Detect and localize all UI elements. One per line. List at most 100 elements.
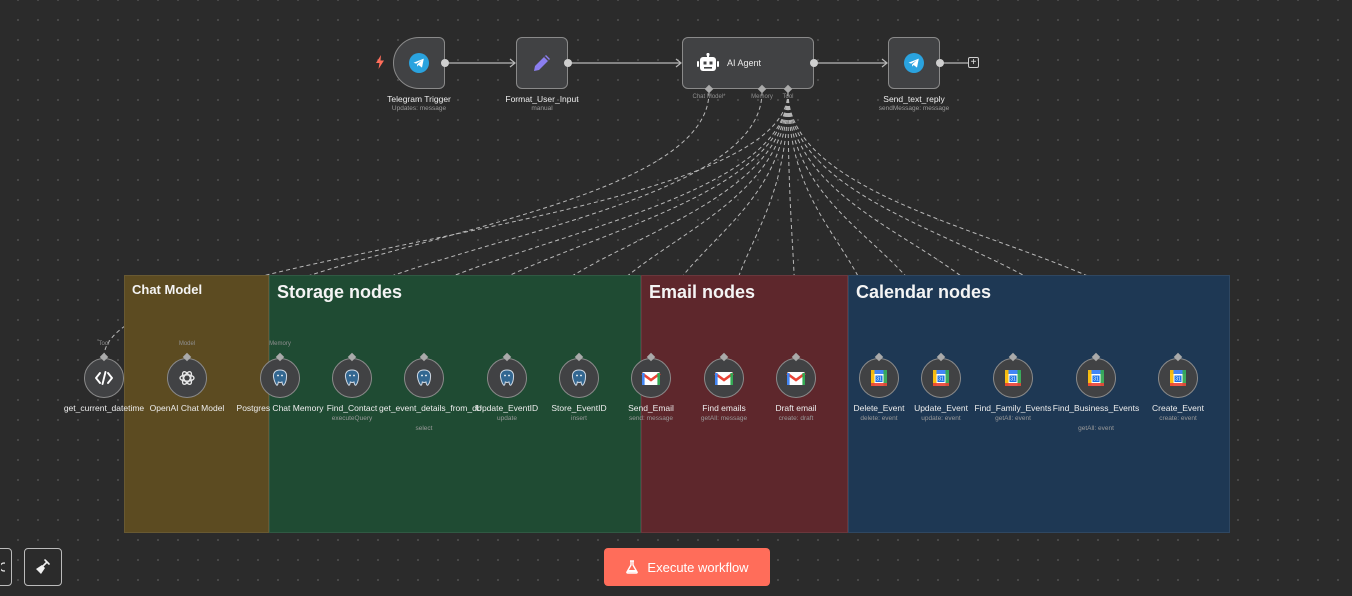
- output-handle[interactable]: [564, 59, 572, 67]
- svg-text:31: 31: [1093, 377, 1099, 383]
- execute-workflow-label: Execute workflow: [647, 559, 749, 575]
- node-label: Format_User_Input: [505, 94, 579, 104]
- node-send[interactable]: [888, 37, 940, 89]
- postgres-icon: [270, 368, 290, 388]
- zoom-icon: [1, 562, 5, 572]
- node-label: AI Agent: [727, 58, 762, 68]
- sub-connection[interactable]: [723, 91, 789, 358]
- openai-icon: [178, 369, 196, 387]
- node-label: Draft email: [775, 403, 817, 413]
- node-sublabel: send: message: [628, 415, 674, 422]
- output-handle[interactable]: [441, 59, 449, 67]
- group-title: Chat Model: [132, 282, 203, 297]
- node-label: Postgres Chat Memory: [236, 403, 324, 413]
- node-sublabel: getAll: event: [995, 415, 1031, 422]
- execute-workflow-button[interactable]: Execute workflow: [604, 548, 770, 586]
- agent-port-label: Tool: [782, 94, 794, 100]
- telegram-icon: [903, 52, 925, 74]
- node-openai[interactable]: [167, 358, 207, 398]
- node-label: Store_EventID: [551, 403, 607, 413]
- node-sublabel: getAll: message: [700, 415, 748, 422]
- output-handle[interactable]: [936, 59, 944, 67]
- output-handle[interactable]: [810, 59, 818, 67]
- robot-icon: [697, 53, 719, 73]
- svg-text:31: 31: [876, 377, 882, 383]
- add-node-button[interactable]: +: [968, 57, 979, 68]
- node-label: Find_Family_Events: [974, 403, 1052, 413]
- sub-connection[interactable]: [506, 91, 789, 358]
- node-delevent[interactable]: 31: [859, 358, 899, 398]
- node-label: Delete_Event: [853, 403, 905, 413]
- node-agent[interactable]: AI Agent: [682, 37, 814, 89]
- group-calendar[interactable]: Calendar nodes: [848, 275, 1230, 533]
- node-label: Telegram Trigger: [387, 94, 451, 104]
- trigger-bolt-icon: [375, 55, 385, 74]
- group-title: Email nodes: [649, 282, 756, 302]
- node-datetime[interactable]: [84, 358, 124, 398]
- sub-connection[interactable]: [103, 91, 789, 358]
- node-sendemail[interactable]: [631, 358, 671, 398]
- node-sublabel: Updates: message: [391, 105, 447, 112]
- node-updeventid[interactable]: [487, 358, 527, 398]
- node-label: Find_Business_Events: [1052, 403, 1140, 413]
- node-sublabel: delete: event: [860, 415, 898, 422]
- node-updevent[interactable]: 31: [921, 358, 961, 398]
- agent-port-label: Memory: [751, 94, 773, 100]
- agent-port-label: Chat Model*: [692, 94, 726, 100]
- node-storeeventid[interactable]: [559, 358, 599, 398]
- edge-arrow: [509, 58, 516, 68]
- node-sublabel: select: [415, 425, 433, 432]
- node-sublabel: sendMessage: message: [878, 105, 950, 112]
- node-geteventdb[interactable]: [404, 358, 444, 398]
- node-telegram[interactable]: [393, 37, 445, 89]
- sub-connection[interactable]: [787, 91, 942, 358]
- telegram-icon: [408, 52, 430, 74]
- port-label: Tool: [98, 341, 110, 347]
- node-createevent[interactable]: 31: [1158, 358, 1198, 398]
- svg-text:31: 31: [1175, 377, 1181, 383]
- node-pgmem[interactable]: [260, 358, 300, 398]
- svg-text:31: 31: [938, 377, 944, 383]
- node-findemails[interactable]: [704, 358, 744, 398]
- node-sublabel: create: event: [1159, 415, 1197, 422]
- postgres-icon: [569, 368, 589, 388]
- broom-icon: [36, 559, 50, 574]
- node-findbusiness[interactable]: 31: [1076, 358, 1116, 398]
- zoom-reset-button[interactable]: [0, 548, 12, 586]
- node-format[interactable]: [516, 37, 568, 89]
- code-icon: [95, 370, 113, 386]
- group-chat[interactable]: Chat Model: [124, 275, 269, 533]
- tidy-up-button[interactable]: [24, 548, 62, 586]
- flask-icon: [626, 560, 639, 574]
- calendar-icon: 31: [932, 369, 950, 387]
- calendar-icon: 31: [1087, 369, 1105, 387]
- calendar-icon: 31: [1004, 369, 1022, 387]
- node-findcontact[interactable]: [332, 358, 372, 398]
- group-title: Calendar nodes: [856, 282, 992, 302]
- sub-connection[interactable]: [279, 91, 763, 358]
- node-label: Send_Email: [628, 403, 674, 413]
- node-sublabel: manual: [531, 105, 553, 112]
- edge-arrow: [675, 58, 682, 68]
- port-label: Model: [178, 341, 196, 347]
- port-label: Memory: [269, 341, 291, 347]
- node-sublabel: update: event: [921, 415, 961, 422]
- node-label: Find_Contact: [326, 403, 378, 413]
- node-sublabel: update: [497, 415, 517, 422]
- node-sublabel: executeQuery: [331, 415, 373, 422]
- postgres-icon: [497, 368, 517, 388]
- group-title: Storage nodes: [277, 282, 403, 302]
- node-draftemail[interactable]: [776, 358, 816, 398]
- node-label: get_event_details_from_db: [379, 403, 482, 413]
- gmail-icon: [641, 370, 661, 386]
- node-label: Find emails: [702, 403, 746, 413]
- pencil-icon: [530, 51, 554, 75]
- gmail-icon: [786, 370, 806, 386]
- node-label: get_current_datetime: [63, 403, 145, 413]
- node-sublabel: create: draft: [778, 415, 814, 422]
- postgres-icon: [414, 368, 434, 388]
- group-storage[interactable]: Storage nodes: [269, 275, 641, 533]
- postgres-icon: [342, 368, 362, 388]
- group-email[interactable]: Email nodes: [641, 275, 848, 533]
- node-findfamily[interactable]: 31: [993, 358, 1033, 398]
